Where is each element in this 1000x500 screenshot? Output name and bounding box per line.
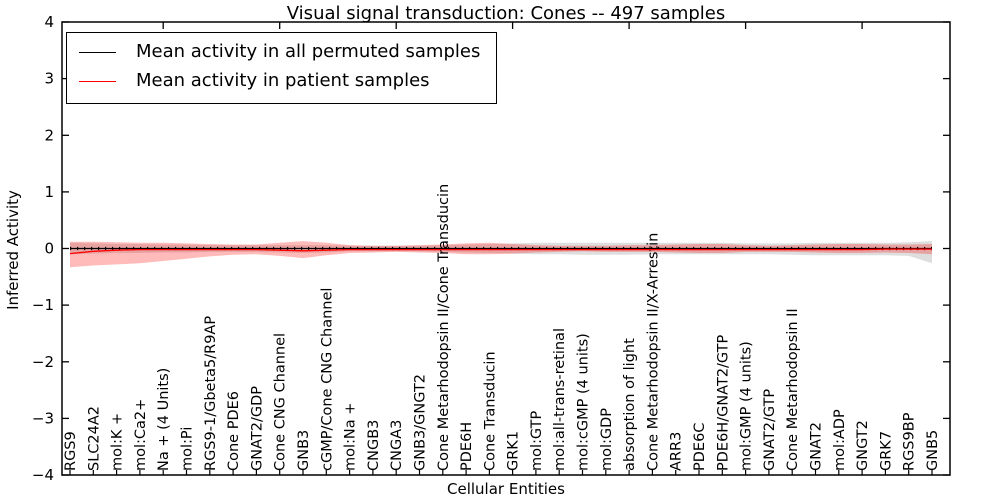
patient-samples-band — [70, 241, 932, 268]
x-tick-label: Cone CNG Channel — [273, 333, 289, 471]
x-tick-label: mol:GMP (4 units) — [739, 341, 755, 471]
x-tick-label: GRK1 — [506, 431, 522, 471]
patient-mean-line — [69, 248, 932, 255]
y-tick-label: −3 — [32, 409, 54, 427]
x-tick-label: Cone Transducin — [482, 351, 498, 471]
x-tick-label: mol:ADP — [832, 409, 848, 471]
legend-label-patient: Mean activity in patient samples — [136, 69, 430, 91]
legend-label-permuted: Mean activity in all permuted samples — [136, 41, 481, 62]
x-tick-label: RGS9 — [63, 431, 79, 471]
x-tick-label: ARR3 — [669, 432, 685, 471]
x-tick-label: Cone Metarhodopsin II/Cone Transducin — [436, 184, 452, 471]
x-tick-label: mol:all-trans-retinal — [552, 328, 568, 471]
x-tick-label: GNB3 — [296, 430, 312, 471]
x-tick-label: mol:GTP — [529, 411, 545, 471]
y-tick-label: 2 — [44, 126, 54, 144]
x-tick-label: RGS9BP — [902, 412, 918, 471]
x-tick-label: mol:K + — [110, 413, 126, 471]
x-tick-label: mol:cGMP (4 units) — [576, 333, 592, 471]
y-tick-label: 0 — [44, 240, 54, 258]
x-tick-label: GNB3/GNGT2 — [413, 374, 429, 471]
x-tick-label: RGS9-1/Gbeta5/R9AP — [203, 316, 219, 471]
x-tick-label: mol:Na + — [343, 403, 359, 471]
legend: Mean activity in all permuted samples Me… — [66, 32, 498, 104]
chart-title: Visual signal transduction: Cones -- 497… — [286, 3, 726, 24]
x-tick-label: CNGA3 — [389, 420, 405, 471]
patient-line-sample — [79, 80, 116, 82]
x-tick-label: GNAT2/GTP — [762, 389, 778, 471]
x-axis-label: Cellular Entities — [447, 480, 565, 498]
x-tick-label: mol:Ca2+ — [133, 399, 149, 471]
x-tick-label: absorption of light — [622, 338, 638, 471]
x-tick-label: mol:Pi — [180, 427, 196, 471]
permuted-line-sample — [79, 51, 116, 53]
x-tick-label: Na + (4 Units) — [156, 368, 172, 471]
y-tick-label: −4 — [32, 466, 54, 484]
legend-item-permuted: Mean activity in all permuted samples — [79, 38, 480, 67]
x-tick-label: CNGB3 — [366, 420, 382, 471]
legend-item-patient: Mean activity in patient samples — [79, 67, 480, 96]
x-tick-label: PDE6H/GNAT2/GTP — [715, 334, 731, 471]
plot-frame — [61, 21, 951, 476]
y-tick-label: −1 — [32, 296, 54, 314]
x-tick-label: GNAT2 — [809, 422, 825, 471]
x-tick-label: PDE6C — [692, 423, 708, 471]
y-tick-label: 4 — [44, 13, 54, 31]
x-tick-label: GNB5 — [925, 430, 941, 471]
permuted-samples-band — [70, 241, 932, 264]
y-tick-label: 3 — [44, 70, 54, 88]
x-tick-label: Cone PDE6 — [226, 391, 242, 471]
x-tick-label: GRK7 — [878, 431, 894, 471]
x-tick-label: GNAT2/GDP — [249, 386, 265, 471]
x-tick-label: Cone Metarhodopsin II/X-Arrestin — [645, 233, 661, 471]
y-tick-label: −2 — [32, 353, 54, 371]
x-tick-label: mol:GDP — [599, 408, 615, 471]
x-tick-label: PDE6H — [459, 422, 475, 471]
x-tick-label: cGMP/Cone CNG Channel — [319, 288, 335, 471]
y-tick-label: 1 — [44, 183, 54, 201]
x-tick-label: GNGT2 — [855, 420, 871, 471]
x-tick-label: Cone Metarhodopsin II — [785, 308, 801, 471]
x-tick-label: SLC24A2 — [86, 406, 102, 471]
